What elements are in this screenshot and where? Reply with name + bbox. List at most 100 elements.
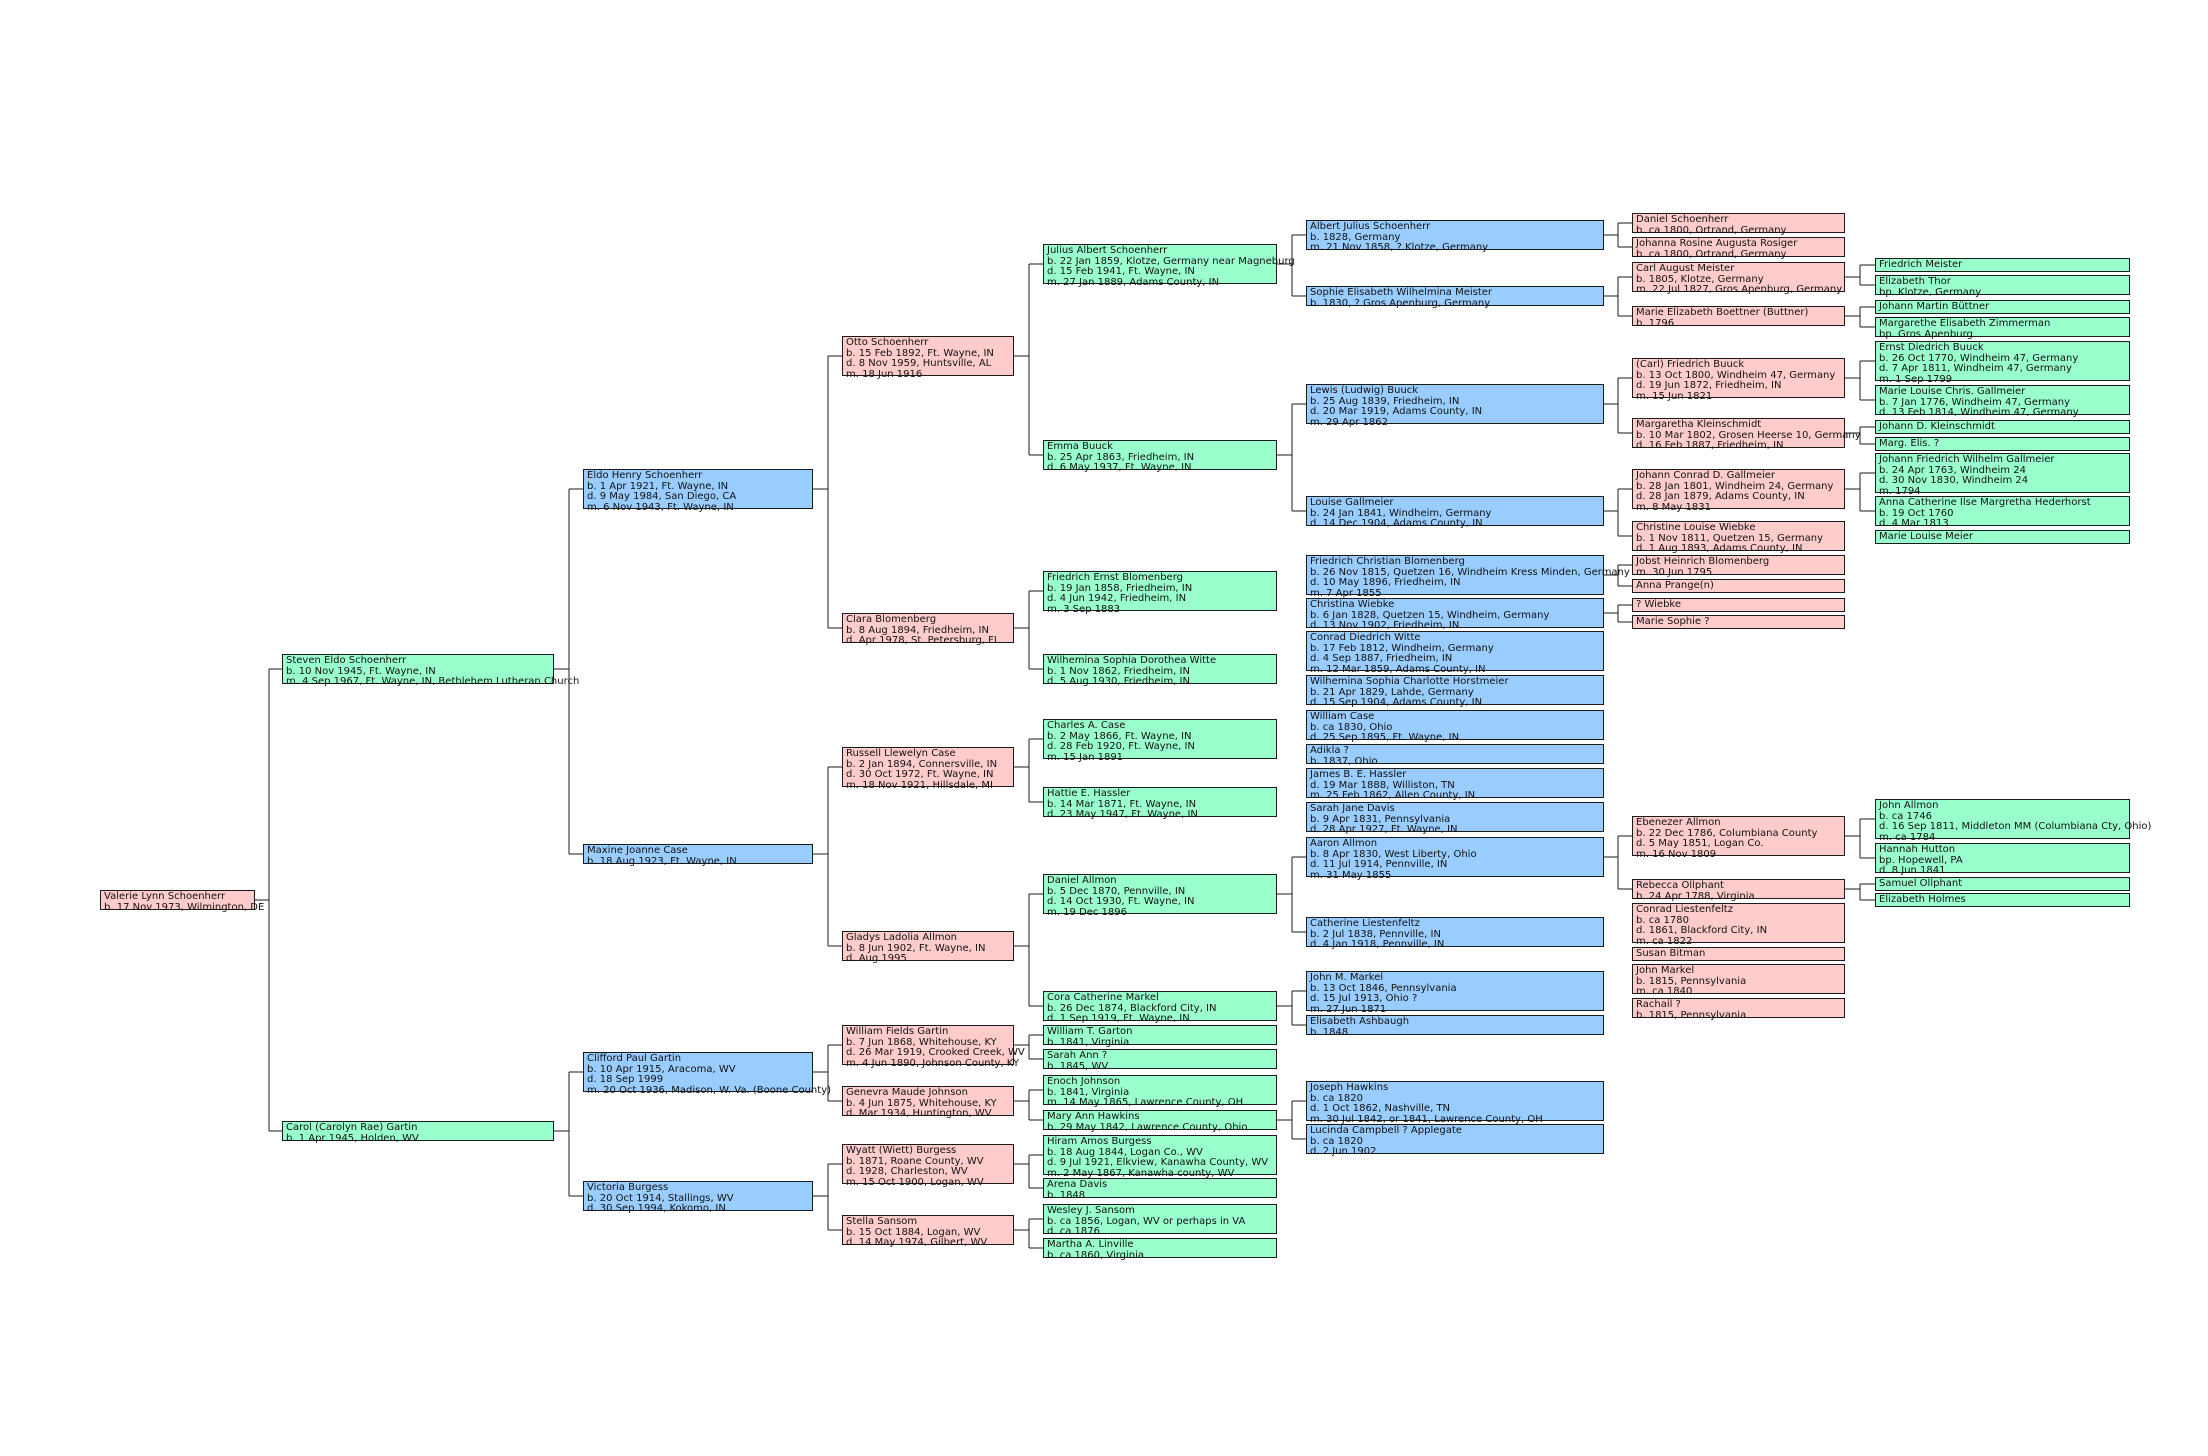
person-detail: d. 9 Jul 1921, Elkview, Kanawha County, … [1047,1157,1269,1169]
person-detail: b. 24 Jan 1841, Windheim, Germany [1310,507,1492,519]
person-card-anna-prange[interactable]: Anna Prange(n) [1632,579,1845,593]
person-name: Catherine Liestenfeltz [1310,918,1420,929]
person-detail: d. 5 Aug 1930, Friedheim, IN [1047,676,1190,688]
person-card-marie-boettner[interactable]: Marie Elizabeth Boettner (Buttner)b. 179… [1632,306,1845,328]
person-detail: m. 20 Oct 1936, Madison, W. Va. (Boone C… [587,1084,832,1096]
person-card-samuel-ollphant[interactable]: Samuel Ollphant [1875,877,2130,891]
person-name: Hattie E. Hassler [1047,788,1131,799]
person-card-elizabeth-holmes[interactable]: Elizabeth Holmes [1875,893,2130,907]
person-card-sarah-ann[interactable]: Sarah Ann ?b. 1845, WV [1043,1049,1277,1071]
person-name: Victoria Burgess [587,1182,669,1193]
person-detail: d. 1861, Blackford City, IN [1636,925,1768,937]
person-detail: m. 25 Feb 1862, Allen County, IN [1310,790,1476,802]
person-card-susan-bitman[interactable]: Susan Bitman [1632,947,1845,961]
person-name: Sophie Elisabeth Wilhelmina Meister [1310,287,1493,298]
person-detail: b. 10 Apr 1915, Aracoma, WV [587,1063,736,1075]
person-detail: b. 1848 [1047,1189,1086,1201]
person-detail: b. 20 Oct 1914, Stallings, WV [587,1192,734,1204]
person-card-marie-sophie[interactable]: Marie Sophie ? [1632,615,1845,629]
person-name: Marie Elizabeth Boettner (Buttner) [1636,307,1809,318]
person-card-marie-louise-meier[interactable]: Marie Louise Meier [1875,530,2130,544]
person-detail: b. 8 Jun 1902, Ft. Wayne, IN [846,942,986,954]
person-card-anna-catherine[interactable]: Anna Catherine Ilse Margretha Hederhorst… [1875,496,2130,529]
person-card-wiebke[interactable]: ? Wiebke [1632,598,1845,612]
person-card-marg-elis[interactable]: Marg. Elis. ? [1875,437,2130,451]
person-card-johann-kleinschmidt[interactable]: Johann D. Kleinschmidt [1875,420,2130,434]
person-name: Arena Davis [1047,1179,1108,1190]
person-detail: b. 17 Nov 1973, Wilmington, DE [104,901,265,913]
person-card-friedrich-meister[interactable]: Friedrich Meister [1875,258,2130,272]
person-card-johann-buttner[interactable]: Johann Martin Büttner [1875,300,2130,314]
person-card-adikla[interactable]: Adikla ?b. 1837, Ohio [1306,744,1604,766]
person-card-rachail[interactable]: Rachail ?b. 1815, Pennsylvania [1632,998,1845,1020]
person-detail: m. ca 1822 [1636,935,1693,947]
